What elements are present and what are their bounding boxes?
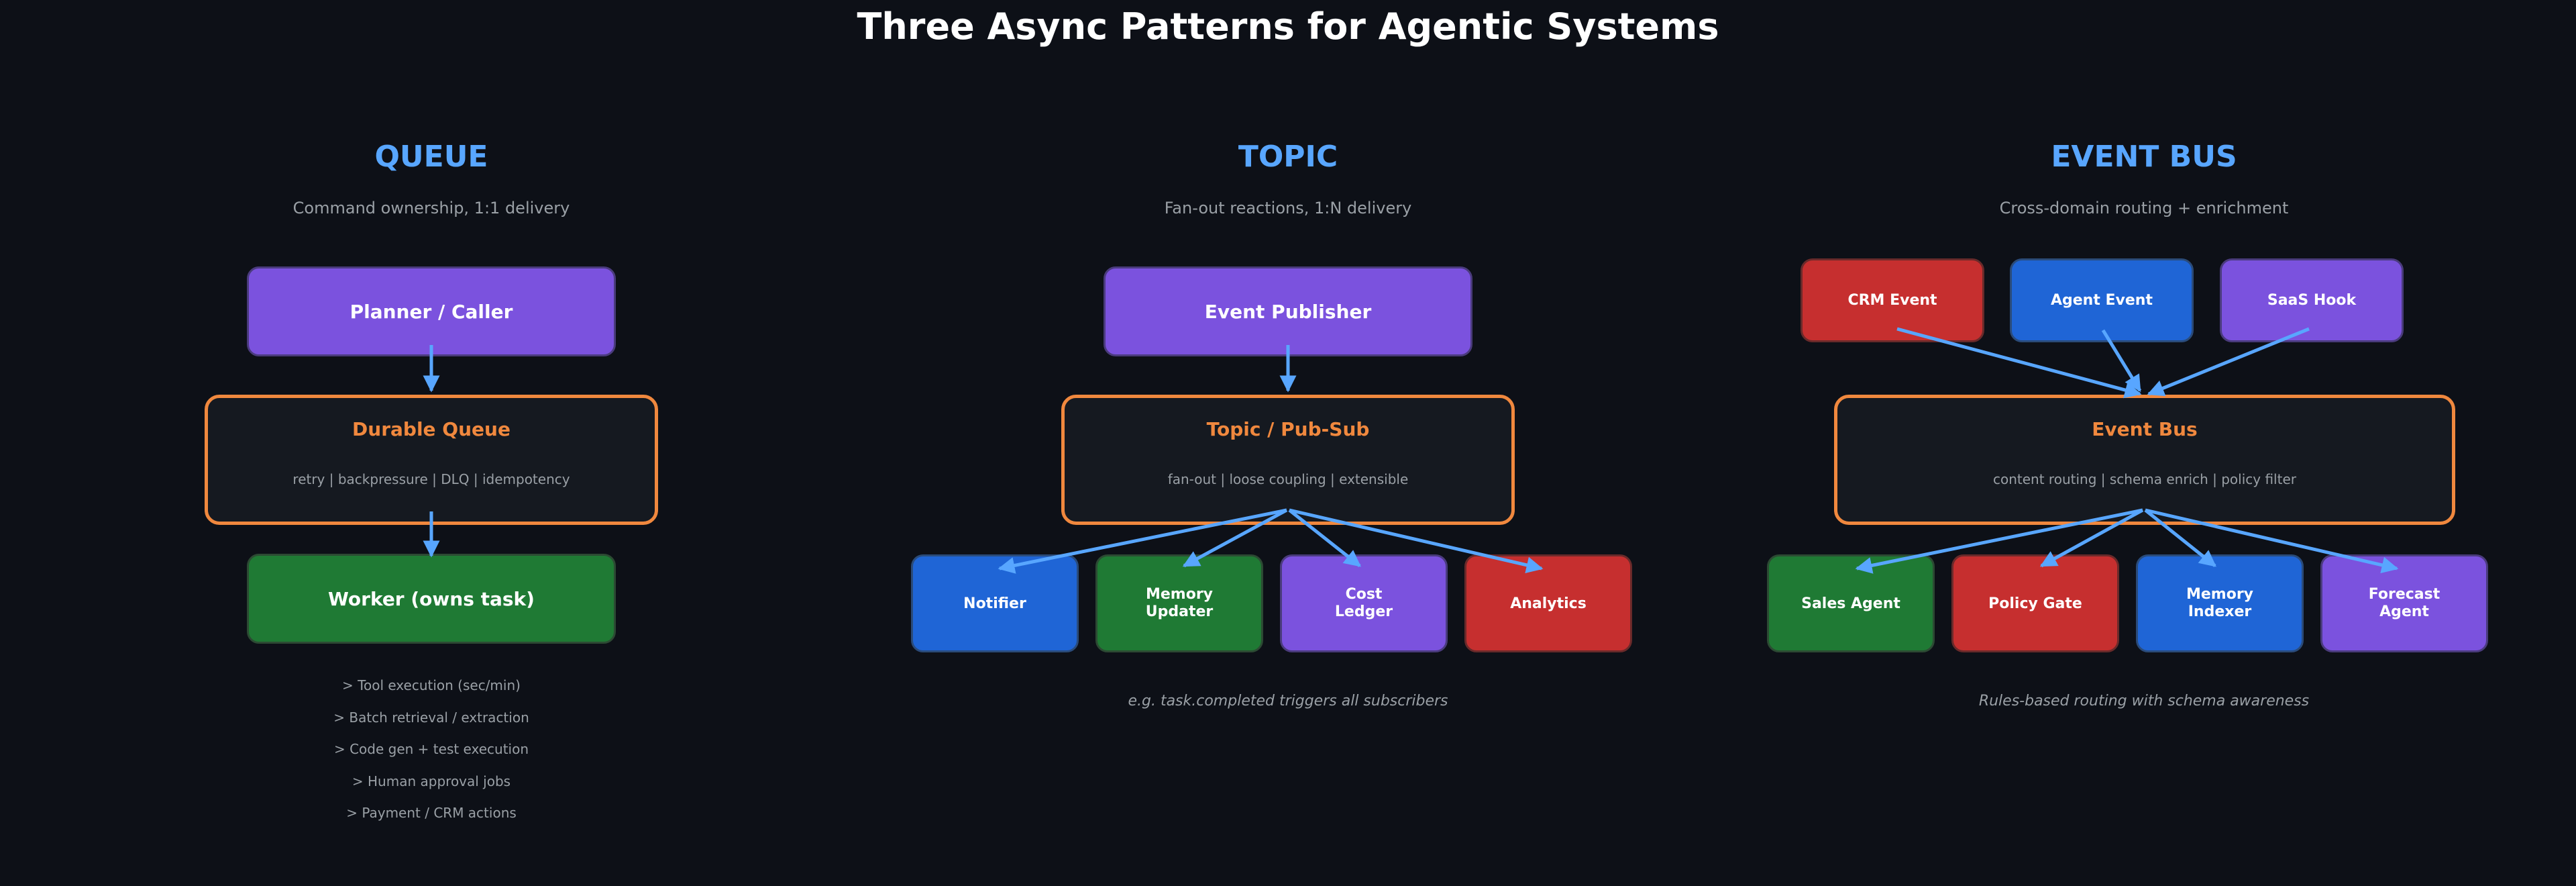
saas-hook-label: SaaS Hook xyxy=(2267,292,2357,309)
arrow-bus-to-forecast-agent xyxy=(2145,508,2399,574)
topic-pubsub-subtitle: fan-out | loose coupling | extensible xyxy=(1167,471,1409,487)
analytics-box: Analytics xyxy=(1464,554,1632,652)
arrow-topic-to-analytics xyxy=(1289,508,1544,574)
memory-updater-label-line1: Memory xyxy=(1145,586,1214,603)
memory-indexer-box: Memory Indexer xyxy=(2136,554,2304,652)
worker-box: Worker (owns task) xyxy=(247,554,616,644)
forecast-agent-label-line1: Forecast xyxy=(2368,586,2440,603)
memory-updater-box: Memory Updater xyxy=(1095,554,1263,652)
arrow-bus-to-memory-indexer xyxy=(2144,509,2216,567)
cost-ledger-box: Cost Ledger xyxy=(1280,554,1448,652)
arrow-topic-to-memory-updater xyxy=(1182,508,1288,568)
crm-event-box: CRM Event xyxy=(1801,258,1984,342)
sales-agent-box: Sales Agent xyxy=(1767,554,1935,652)
queue-title: QUEUE xyxy=(374,140,488,174)
topic-pubsub-title: Topic / Pub-Sub xyxy=(1206,418,1370,440)
diagram-title: Three Async Patterns for Agentic Systems xyxy=(857,5,1719,48)
notifier-box: Notifier xyxy=(911,554,1079,652)
arrow-saas-to-bus xyxy=(2147,327,2310,397)
crm-event-label: CRM Event xyxy=(1847,292,1937,309)
event-bus-box: Event Bus content routing | schema enric… xyxy=(1834,395,2455,525)
topic-note: e.g. task.completed triggers all subscri… xyxy=(1128,693,1448,709)
policy-gate-box: Policy Gate xyxy=(1951,554,2119,652)
queue-example-item: > Code gen + test execution xyxy=(333,741,529,757)
arrow-bus-to-sales-agent xyxy=(1855,508,2143,574)
forecast-agent-label-line2: Agent xyxy=(2379,603,2429,620)
forecast-agent-box: Forecast Agent xyxy=(2320,554,2488,652)
topic-subtitle: Fan-out reactions, 1:N delivery xyxy=(1164,199,1412,217)
arrow-bus-to-policy-gate xyxy=(2039,508,2144,568)
agent-event-box: Agent Event xyxy=(2010,258,2194,342)
policy-gate-label: Policy Gate xyxy=(1988,595,2082,612)
arrow-topic-to-cost-ledger xyxy=(1288,509,1361,567)
event-publisher-box: Event Publisher xyxy=(1104,266,1472,356)
cost-ledger-label-line1: Cost xyxy=(1345,586,1383,603)
arrow-agent-event-to-bus xyxy=(2101,329,2142,393)
eventbus-note: Rules-based routing with schema awarenes… xyxy=(1978,693,2310,709)
memory-indexer-label-line2: Indexer xyxy=(2188,603,2252,620)
durable-queue-title: Durable Queue xyxy=(352,418,511,440)
event-bus-title: Event Bus xyxy=(2092,418,2198,440)
durable-queue-subtitle: retry | backpressure | DLQ | idempotency xyxy=(292,471,570,487)
event-bus-subtitle: content routing | schema enrich | policy… xyxy=(1993,471,2296,487)
queue-example-item: > Tool execution (sec/min) xyxy=(342,677,521,693)
analytics-label: Analytics xyxy=(1510,595,1587,612)
agent-event-label: Agent Event xyxy=(2050,292,2153,309)
topic-pubsub-box: Topic / Pub-Sub fan-out | loose coupling… xyxy=(1061,395,1515,525)
cost-ledger-label-line2: Ledger xyxy=(1334,603,1393,620)
queue-subtitle: Command ownership, 1:1 delivery xyxy=(292,199,570,217)
sales-agent-label: Sales Agent xyxy=(1801,595,1900,612)
eventbus-title: EVENT BUS xyxy=(2051,140,2237,174)
topic-title: TOPIC xyxy=(1238,140,1338,174)
notifier-label: Notifier xyxy=(963,595,1026,612)
queue-example-item: > Human approval jobs xyxy=(352,773,511,789)
saas-hook-box: SaaS Hook xyxy=(2220,258,2404,342)
planner-caller-label: Planner / Caller xyxy=(350,300,513,323)
queue-example-item: > Payment / CRM actions xyxy=(346,805,517,821)
worker-label: Worker (owns task) xyxy=(328,587,535,610)
memory-indexer-label-line1: Memory xyxy=(2186,586,2254,603)
arrow-topic-to-notifier xyxy=(998,508,1287,574)
event-publisher-label: Event Publisher xyxy=(1204,300,1372,323)
queue-example-item: > Batch retrieval / extraction xyxy=(333,709,529,726)
eventbus-subtitle: Cross-domain routing + enrichment xyxy=(1999,199,2289,217)
memory-updater-label-line2: Updater xyxy=(1145,603,1214,620)
arrow-crm-to-bus xyxy=(1896,327,2142,399)
